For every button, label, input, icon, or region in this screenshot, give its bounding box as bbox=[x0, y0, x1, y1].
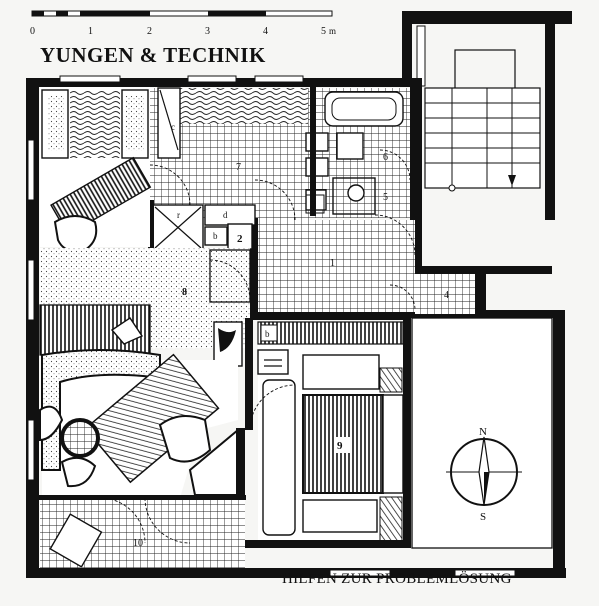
room-1-floor bbox=[255, 220, 415, 312]
room-number-8: 8 bbox=[182, 287, 187, 298]
fixture-label-c: c bbox=[171, 122, 175, 132]
scale-tick-2: 2 bbox=[147, 26, 152, 37]
scale-tick-1: 1 bbox=[88, 26, 93, 37]
kitchen-cabinet bbox=[157, 87, 181, 159]
fixture-label-b: b bbox=[213, 231, 218, 241]
right-room bbox=[411, 317, 553, 549]
room-number-6: 6 bbox=[383, 152, 388, 163]
armchair-1 bbox=[53, 215, 98, 253]
round-table bbox=[60, 418, 100, 458]
room-4-floor bbox=[415, 274, 475, 314]
compass-south-label: S bbox=[480, 511, 486, 523]
fixture-label-a: a bbox=[313, 183, 317, 192]
bathtub bbox=[324, 91, 404, 127]
fixture-label-r: r bbox=[177, 210, 180, 220]
room-number-1: 1 bbox=[330, 258, 335, 269]
page-title: YUNGEN & TECHNIK bbox=[40, 43, 266, 67]
room-number-4: 4 bbox=[444, 290, 449, 301]
room-number-7: 7 bbox=[236, 162, 241, 173]
armchair-2 bbox=[158, 415, 212, 463]
scale-bar bbox=[31, 10, 333, 17]
fixture-label-b-bedroom: b bbox=[265, 329, 270, 339]
fixture-label-d: d bbox=[223, 210, 228, 220]
washbasin bbox=[336, 132, 364, 160]
toilet bbox=[347, 184, 365, 202]
room-number-10: 10 bbox=[133, 538, 143, 549]
exterior-walls bbox=[26, 75, 566, 578]
scale-tick-5: 5 bbox=[321, 26, 326, 37]
room-number-2: 2 bbox=[237, 233, 243, 245]
scale-tick-3: 3 bbox=[205, 26, 210, 37]
scale-unit: m bbox=[329, 26, 336, 36]
staircase bbox=[402, 11, 572, 220]
room-number-5: 5 bbox=[383, 192, 388, 203]
scale-tick-0: 0 bbox=[30, 26, 35, 37]
page-subtitle: HILFEN ZUR PROBLEMLÖSUNG bbox=[282, 570, 512, 587]
balcony-chair bbox=[49, 513, 103, 568]
door-swings bbox=[99, 149, 416, 544]
compass-north-label: N bbox=[479, 426, 487, 438]
room-number-9: 9 bbox=[337, 440, 343, 452]
wardrobe bbox=[262, 379, 296, 536]
scale-tick-4: 4 bbox=[263, 26, 268, 37]
kitchen-counter bbox=[178, 88, 308, 124]
room-number-3: 3 bbox=[311, 200, 316, 211]
compass bbox=[446, 436, 522, 506]
